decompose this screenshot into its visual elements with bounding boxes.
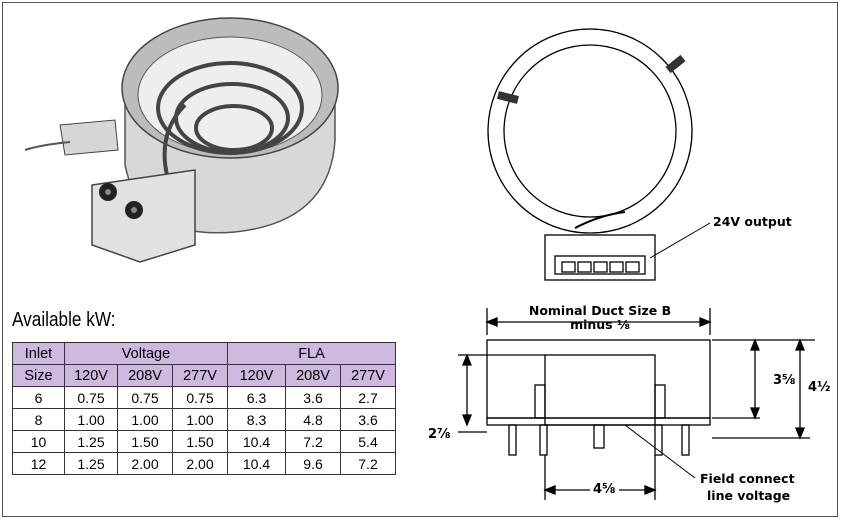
header-voltage: Voltage (64, 342, 228, 365)
table-cell: 7.2 (285, 430, 341, 453)
available-kw-title: Available kW: (12, 309, 116, 331)
table-cell: 10.4 (227, 430, 286, 453)
side-diagram (458, 308, 815, 500)
table-cell: 7.2 (340, 452, 396, 475)
header-inlet: Inlet (12, 342, 65, 365)
table-cell: 6.3 (227, 386, 286, 409)
table-subheader-row: Size 120V 208V 277V 120V 208V 277V (12, 364, 396, 387)
table-cell: 1.50 (172, 430, 228, 453)
table-row: 10 1.25 1.50 1.50 10.4 7.2 5.4 (12, 430, 396, 453)
output-label: 24V output (713, 214, 792, 229)
table-cell: 1.50 (117, 430, 173, 453)
table-cell: 5.4 (340, 430, 396, 453)
dim-bottom: 4⅝ (590, 482, 619, 497)
dim-height-total: 4½ (808, 380, 831, 395)
field-label-line2: line voltage (707, 488, 791, 503)
table-header-row: Inlet Voltage FLA (12, 342, 396, 365)
table-cell: 2.7 (340, 386, 396, 409)
subheader-cell: 277V (340, 364, 396, 387)
table-cell: 2.00 (172, 452, 228, 475)
table-cell: 0.75 (64, 386, 118, 409)
table-row: 12 1.25 2.00 2.00 10.4 9.6 7.2 (12, 452, 396, 475)
table-cell: 1.00 (172, 408, 228, 431)
table-cell: 6 (12, 386, 65, 409)
table-cell: 9.6 (285, 452, 341, 475)
table-cell: 1.00 (64, 408, 118, 431)
table-cell: 0.75 (117, 386, 173, 409)
table-cell: 1.25 (64, 452, 118, 475)
table-cell: 2.00 (117, 452, 173, 475)
ring-diagram (487, 28, 711, 281)
subheader-cell: 120V (227, 364, 286, 387)
kw-table: Inlet Voltage FLA Size 120V 208V 277V 12… (12, 342, 396, 475)
table-cell: 4.8 (285, 408, 341, 431)
field-label-line1: Field connect (700, 471, 795, 486)
table-cell: 3.6 (285, 386, 341, 409)
table-cell: 8.3 (227, 408, 286, 431)
dim-height-inner: 3⅝ (773, 373, 796, 388)
duct-label-line2: minus ⅛ (570, 317, 630, 332)
heater-photo (24, 17, 339, 263)
table-cell: 8 (12, 408, 65, 431)
table-cell: 10 (12, 430, 65, 453)
table-cell: 12 (12, 452, 65, 475)
table-cell: 1.25 (64, 430, 118, 453)
subheader-cell: 120V (64, 364, 118, 387)
dim-left: 2⅞ (428, 427, 451, 442)
table-row: 6 0.75 0.75 0.75 6.3 3.6 2.7 (12, 386, 396, 409)
table-cell: 1.00 (117, 408, 173, 431)
header-fla: FLA (227, 342, 396, 365)
table-row: 8 1.00 1.00 1.00 8.3 4.8 3.6 (12, 408, 396, 431)
table-cell: 10.4 (227, 452, 286, 475)
subheader-cell: Size (12, 364, 65, 387)
table-cell: 3.6 (340, 408, 396, 431)
subheader-cell: 277V (172, 364, 228, 387)
table-cell: 0.75 (172, 386, 228, 409)
subheader-cell: 208V (285, 364, 341, 387)
subheader-cell: 208V (117, 364, 173, 387)
duct-label-line1: Nominal Duct Size B (528, 303, 672, 318)
